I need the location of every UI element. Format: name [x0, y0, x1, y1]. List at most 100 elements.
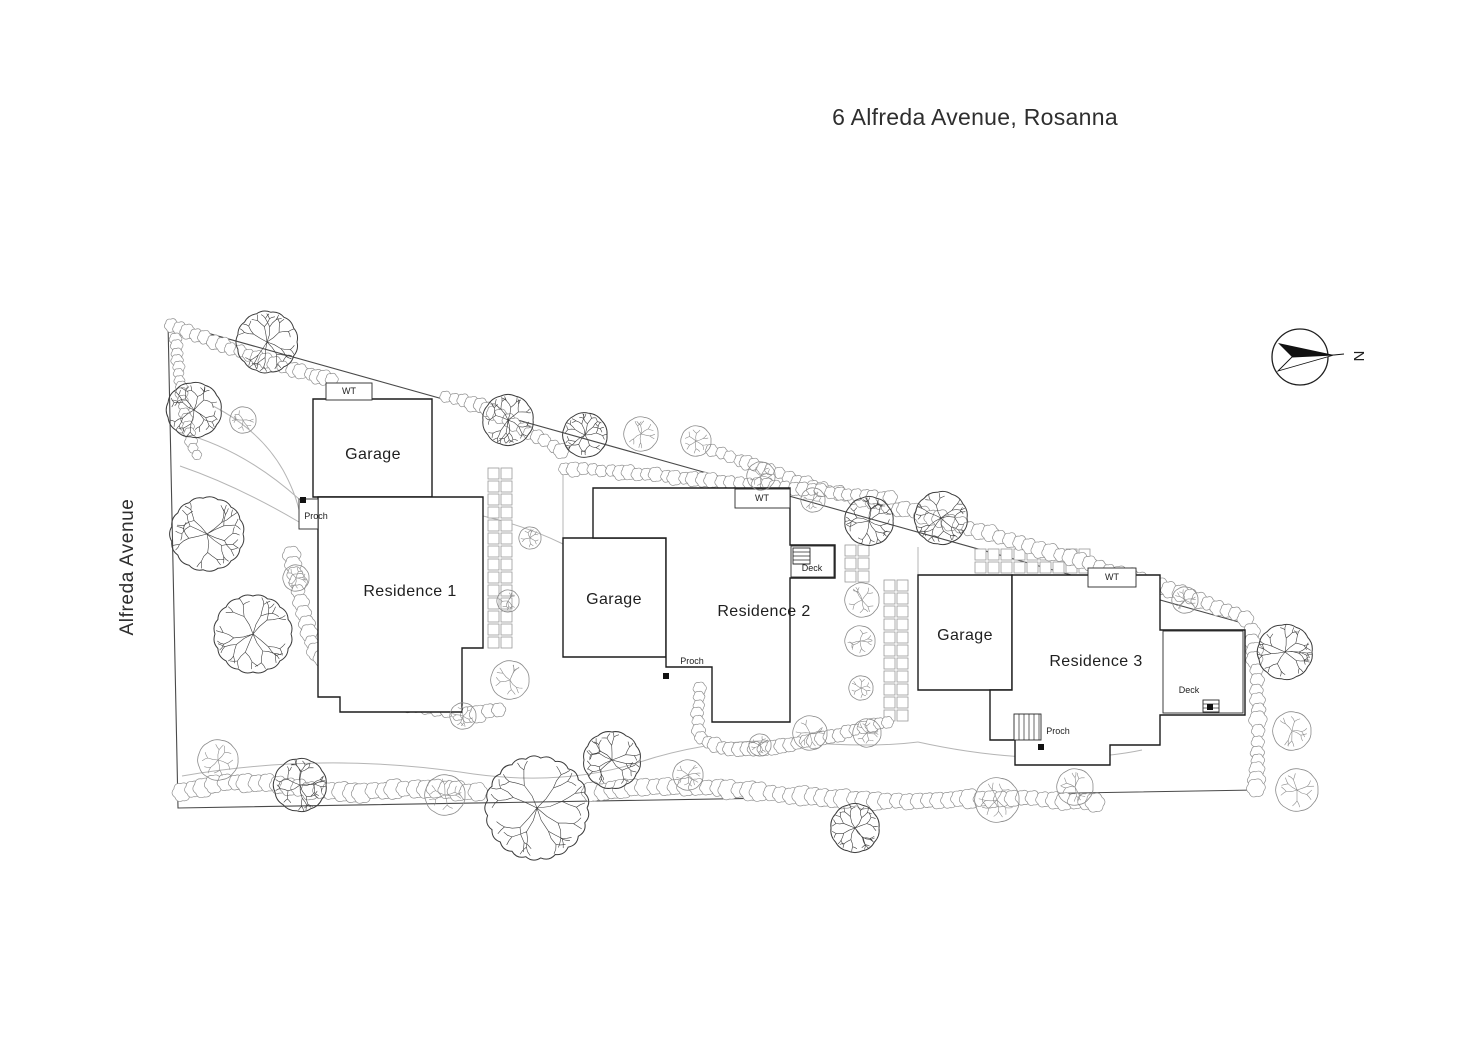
tree-canopy — [272, 757, 327, 813]
tree — [844, 582, 880, 618]
planter-box — [883, 618, 896, 631]
planter-box — [883, 605, 896, 618]
tree — [1171, 586, 1199, 614]
planter-box — [883, 696, 896, 709]
tree-branches — [520, 528, 539, 548]
tree-canopy — [213, 594, 293, 674]
planter-box — [487, 636, 500, 649]
plan-label: Residence 2 — [717, 603, 810, 620]
north-needle-bottom — [1276, 354, 1335, 372]
planter-box — [500, 623, 513, 636]
plan-label: Proch — [680, 656, 704, 666]
tree-canopy — [746, 461, 776, 491]
tree-branches — [202, 744, 233, 777]
tree — [1056, 768, 1094, 806]
tree-branches — [1257, 624, 1313, 677]
tree — [272, 757, 327, 813]
residence-1 — [317, 496, 484, 713]
planter-box — [500, 467, 513, 480]
hedges — [164, 318, 1268, 813]
planter-box — [883, 631, 896, 644]
planter-box — [896, 605, 909, 618]
tree — [680, 425, 712, 457]
shrub — [594, 464, 608, 478]
tree — [235, 310, 299, 374]
shrub — [191, 449, 203, 460]
tree-canopy — [496, 589, 520, 613]
annex-box — [1162, 630, 1244, 714]
tree — [562, 412, 608, 458]
annex-box — [734, 488, 791, 509]
tree-canopy — [680, 425, 712, 457]
planter-box — [896, 657, 909, 670]
tree — [583, 731, 641, 789]
planter-box — [487, 597, 500, 610]
tree-canopy — [282, 564, 310, 592]
planter-box — [1039, 561, 1052, 574]
tree — [848, 675, 874, 701]
planter-box — [487, 506, 500, 519]
tree-branches — [586, 731, 640, 784]
planter-box — [500, 610, 513, 623]
planter-box — [896, 644, 909, 657]
tree-branches — [495, 664, 523, 695]
tree-branches — [452, 705, 473, 727]
residence-3 — [989, 574, 1246, 766]
planter-box — [1013, 561, 1026, 574]
tree-canopy — [848, 675, 874, 701]
tree-branches — [1060, 772, 1086, 802]
planter-box — [487, 623, 500, 636]
planter-box — [487, 558, 500, 571]
tree-branches — [169, 385, 218, 437]
planter-box — [857, 557, 870, 570]
planter-box — [487, 519, 500, 532]
tree-branches — [676, 764, 701, 787]
buildings — [312, 398, 1246, 766]
planter-box — [896, 631, 909, 644]
shrub — [704, 443, 719, 457]
annexes — [298, 382, 1244, 750]
shrub — [537, 433, 552, 447]
residence-2 — [592, 487, 836, 723]
tree — [672, 759, 704, 791]
planter-box — [487, 584, 500, 597]
planter-box — [500, 545, 513, 558]
tree — [830, 802, 880, 854]
annex-box — [325, 382, 373, 401]
tree — [746, 461, 776, 491]
planter-box — [896, 670, 909, 683]
tree-branches — [565, 413, 607, 456]
tree — [844, 495, 894, 547]
shrub — [576, 462, 591, 476]
tree — [844, 625, 876, 657]
tree-branches — [629, 420, 655, 449]
shrub — [467, 782, 488, 802]
stairs-v-box — [1013, 713, 1042, 741]
tree — [484, 755, 590, 861]
tree-canopy — [583, 731, 641, 789]
tree-branches — [490, 761, 585, 856]
planter-box — [500, 636, 513, 649]
tree — [424, 774, 466, 816]
shrub — [666, 469, 683, 486]
tree-canopy — [449, 702, 477, 730]
tree-canopy — [792, 715, 828, 751]
planter-box — [500, 532, 513, 545]
tree-canopy — [562, 412, 608, 458]
tree — [748, 733, 772, 757]
tree-branches — [751, 736, 768, 754]
tree-canopy — [844, 582, 880, 618]
plan-label: Residence 3 — [1049, 653, 1142, 670]
planter-box — [844, 557, 857, 570]
tree — [213, 594, 293, 674]
north-needle-top — [1278, 343, 1334, 357]
tree-canopy — [169, 496, 245, 572]
post-dot — [1207, 704, 1213, 710]
plan-label: Proch — [304, 511, 328, 521]
planter-box — [883, 644, 896, 657]
tree-canopy — [1056, 768, 1094, 806]
planter-box — [487, 467, 500, 480]
tree — [229, 406, 257, 434]
planter-box — [896, 618, 909, 631]
